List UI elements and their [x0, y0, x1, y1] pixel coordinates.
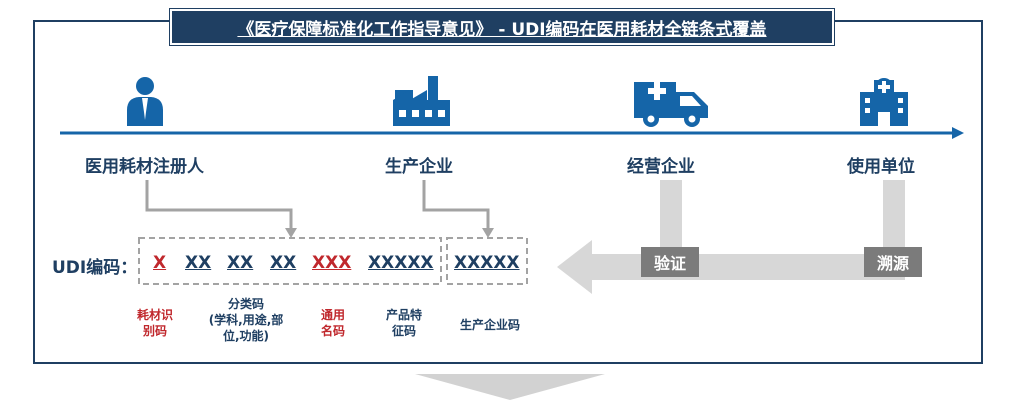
udi-segment-identifier: X	[153, 253, 167, 273]
desc-product-feature: 产品特 征码	[385, 308, 422, 338]
udi-main-box	[138, 237, 442, 285]
verify-box: 验证	[641, 247, 699, 277]
stakeholder-user: 使用单位	[847, 157, 915, 177]
trace-box: 溯源	[864, 247, 922, 277]
factory-icon	[393, 76, 450, 126]
person-icon	[127, 77, 163, 126]
udi-segment-product-feature: XXXXX	[368, 253, 434, 273]
bottom-chevron	[415, 374, 605, 400]
desc-class: 分类码 (学科,用途,部 位,功能)	[208, 297, 284, 343]
udi-segment-generic-name: XXX	[312, 253, 352, 273]
connector-manufacturer	[422, 180, 490, 230]
connector-registrant	[145, 180, 293, 230]
udi-company-box	[446, 237, 528, 285]
udi-segment-class-1: XX	[185, 253, 212, 273]
stakeholder-distributor: 经营企业	[627, 157, 695, 177]
udi-segment-class-2: XX	[227, 253, 254, 273]
stakeholder-registrant: 医用耗材注册人	[85, 157, 204, 177]
stakeholder-manufacturer: 生产企业	[385, 157, 453, 177]
desc-manufacturer: 生产企业码	[459, 318, 520, 332]
udi-segment-manufacturer: XXXXX	[454, 253, 520, 273]
udi-label: UDI编码：	[52, 258, 138, 278]
diagram-title: 《医疗保障标准化工作指导意见》 - UDI编码在医用耗材全链条式覆盖	[170, 9, 834, 45]
udi-segment-class-3: XX	[270, 253, 297, 273]
desc-generic-name: 通用 名码	[320, 308, 345, 338]
timeline-arrowhead	[952, 127, 964, 139]
return-arrow	[557, 180, 905, 294]
ambulance-icon	[634, 82, 708, 127]
desc-identifier: 耗材识 别码	[136, 308, 173, 338]
hospital-icon	[860, 78, 908, 126]
